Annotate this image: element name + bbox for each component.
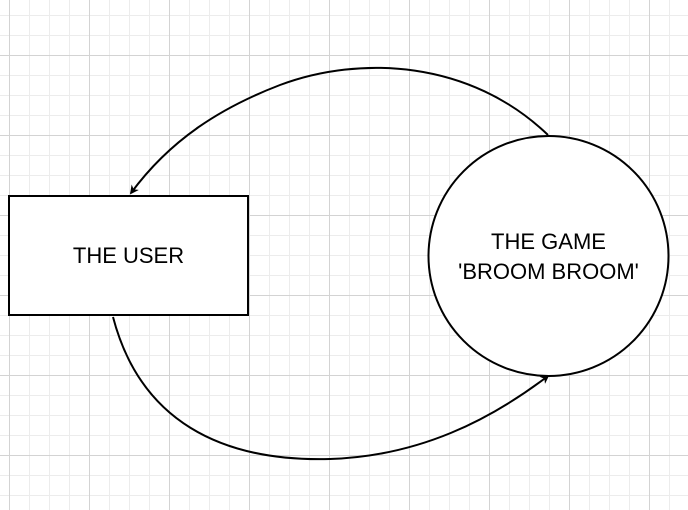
edge-game-to-user: [129, 66, 549, 195]
game-label-line-2: 'BROOM BROOM': [458, 259, 639, 284]
user-label: THE USER: [73, 243, 184, 268]
user-box: [8, 195, 249, 316]
game-label-line-1: THE GAME: [491, 229, 606, 254]
edge-user-to-game: [112, 316, 550, 461]
node-game[interactable]: THE GAME 'BROOM BROOM': [427, 135, 670, 377]
node-user[interactable]: THE USER: [8, 195, 249, 316]
game-circle: [427, 135, 670, 377]
